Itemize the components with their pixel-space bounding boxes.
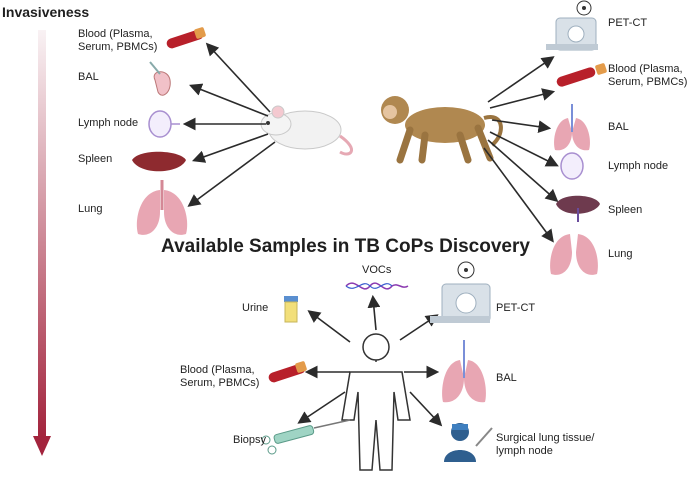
- urine-cup-icon: [284, 296, 298, 323]
- monkey-spleen-label: Spleen: [608, 204, 643, 216]
- mouse-arrows: [182, 42, 276, 207]
- human-arrows: [297, 294, 443, 427]
- human-surgical-label: Surgical lung tissue/ lymph node: [496, 432, 595, 457]
- invasiveness-label: Invasiveness: [2, 4, 90, 20]
- pet-ct-icon: [546, 0, 598, 51]
- human-pet-ct-label: PET-CT: [496, 302, 536, 314]
- mouse-icon: [260, 105, 353, 156]
- mouse-blood-label: Blood (Plasma, Serum, PBMCs): [78, 28, 158, 53]
- monkey-lung-label: Lung: [608, 248, 633, 260]
- human-urine-label: Urine: [242, 302, 269, 314]
- monkey-icon: [381, 96, 503, 164]
- blood-tube-icon: [268, 361, 307, 383]
- monkey-bal-label: BAL: [608, 121, 629, 133]
- lung-icon: [550, 234, 598, 275]
- mouse-bal-label: BAL: [78, 71, 99, 83]
- mouse-spleen-label: Spleen: [78, 153, 113, 165]
- monkey-arrows: [483, 56, 559, 243]
- pet-ct-icon: [430, 261, 491, 323]
- human-icon: [341, 333, 411, 471]
- spleen-icon: [132, 151, 186, 172]
- lung-icon: [442, 340, 486, 403]
- mouse-lung-label: Lung: [78, 203, 103, 215]
- lymph-node-icon: [148, 110, 180, 138]
- monkey-lymph-node-label: Lymph node: [608, 160, 669, 172]
- human-blood-label: Blood (Plasma, Serum, PBMCs): [180, 364, 260, 389]
- vocs-waveform-icon: [345, 282, 409, 290]
- mouse-lymph-node-label: Lymph node: [78, 117, 139, 129]
- monkey-blood-label: Blood (Plasma, Serum, PBMCs): [608, 63, 688, 88]
- surgeon-icon: [444, 423, 493, 462]
- spleen-icon: [556, 195, 600, 222]
- lymph-node-icon: [560, 152, 584, 180]
- monkey-pet-ct-label: PET-CT: [608, 17, 648, 29]
- human-biopsy-label: Biopsy: [233, 434, 267, 446]
- human-bal-label: BAL: [496, 372, 517, 384]
- lung-icon: [136, 180, 188, 235]
- human-vocs-label: VOCs: [362, 264, 392, 276]
- biopsy-syringe-icon: [261, 419, 351, 455]
- blood-tube-icon: [556, 63, 607, 87]
- diagram-title: Available Samples in TB CoPs Discovery: [161, 236, 530, 257]
- lung-icon: [554, 104, 590, 151]
- bal-icon: [149, 61, 171, 96]
- blood-tube-icon: [166, 27, 206, 49]
